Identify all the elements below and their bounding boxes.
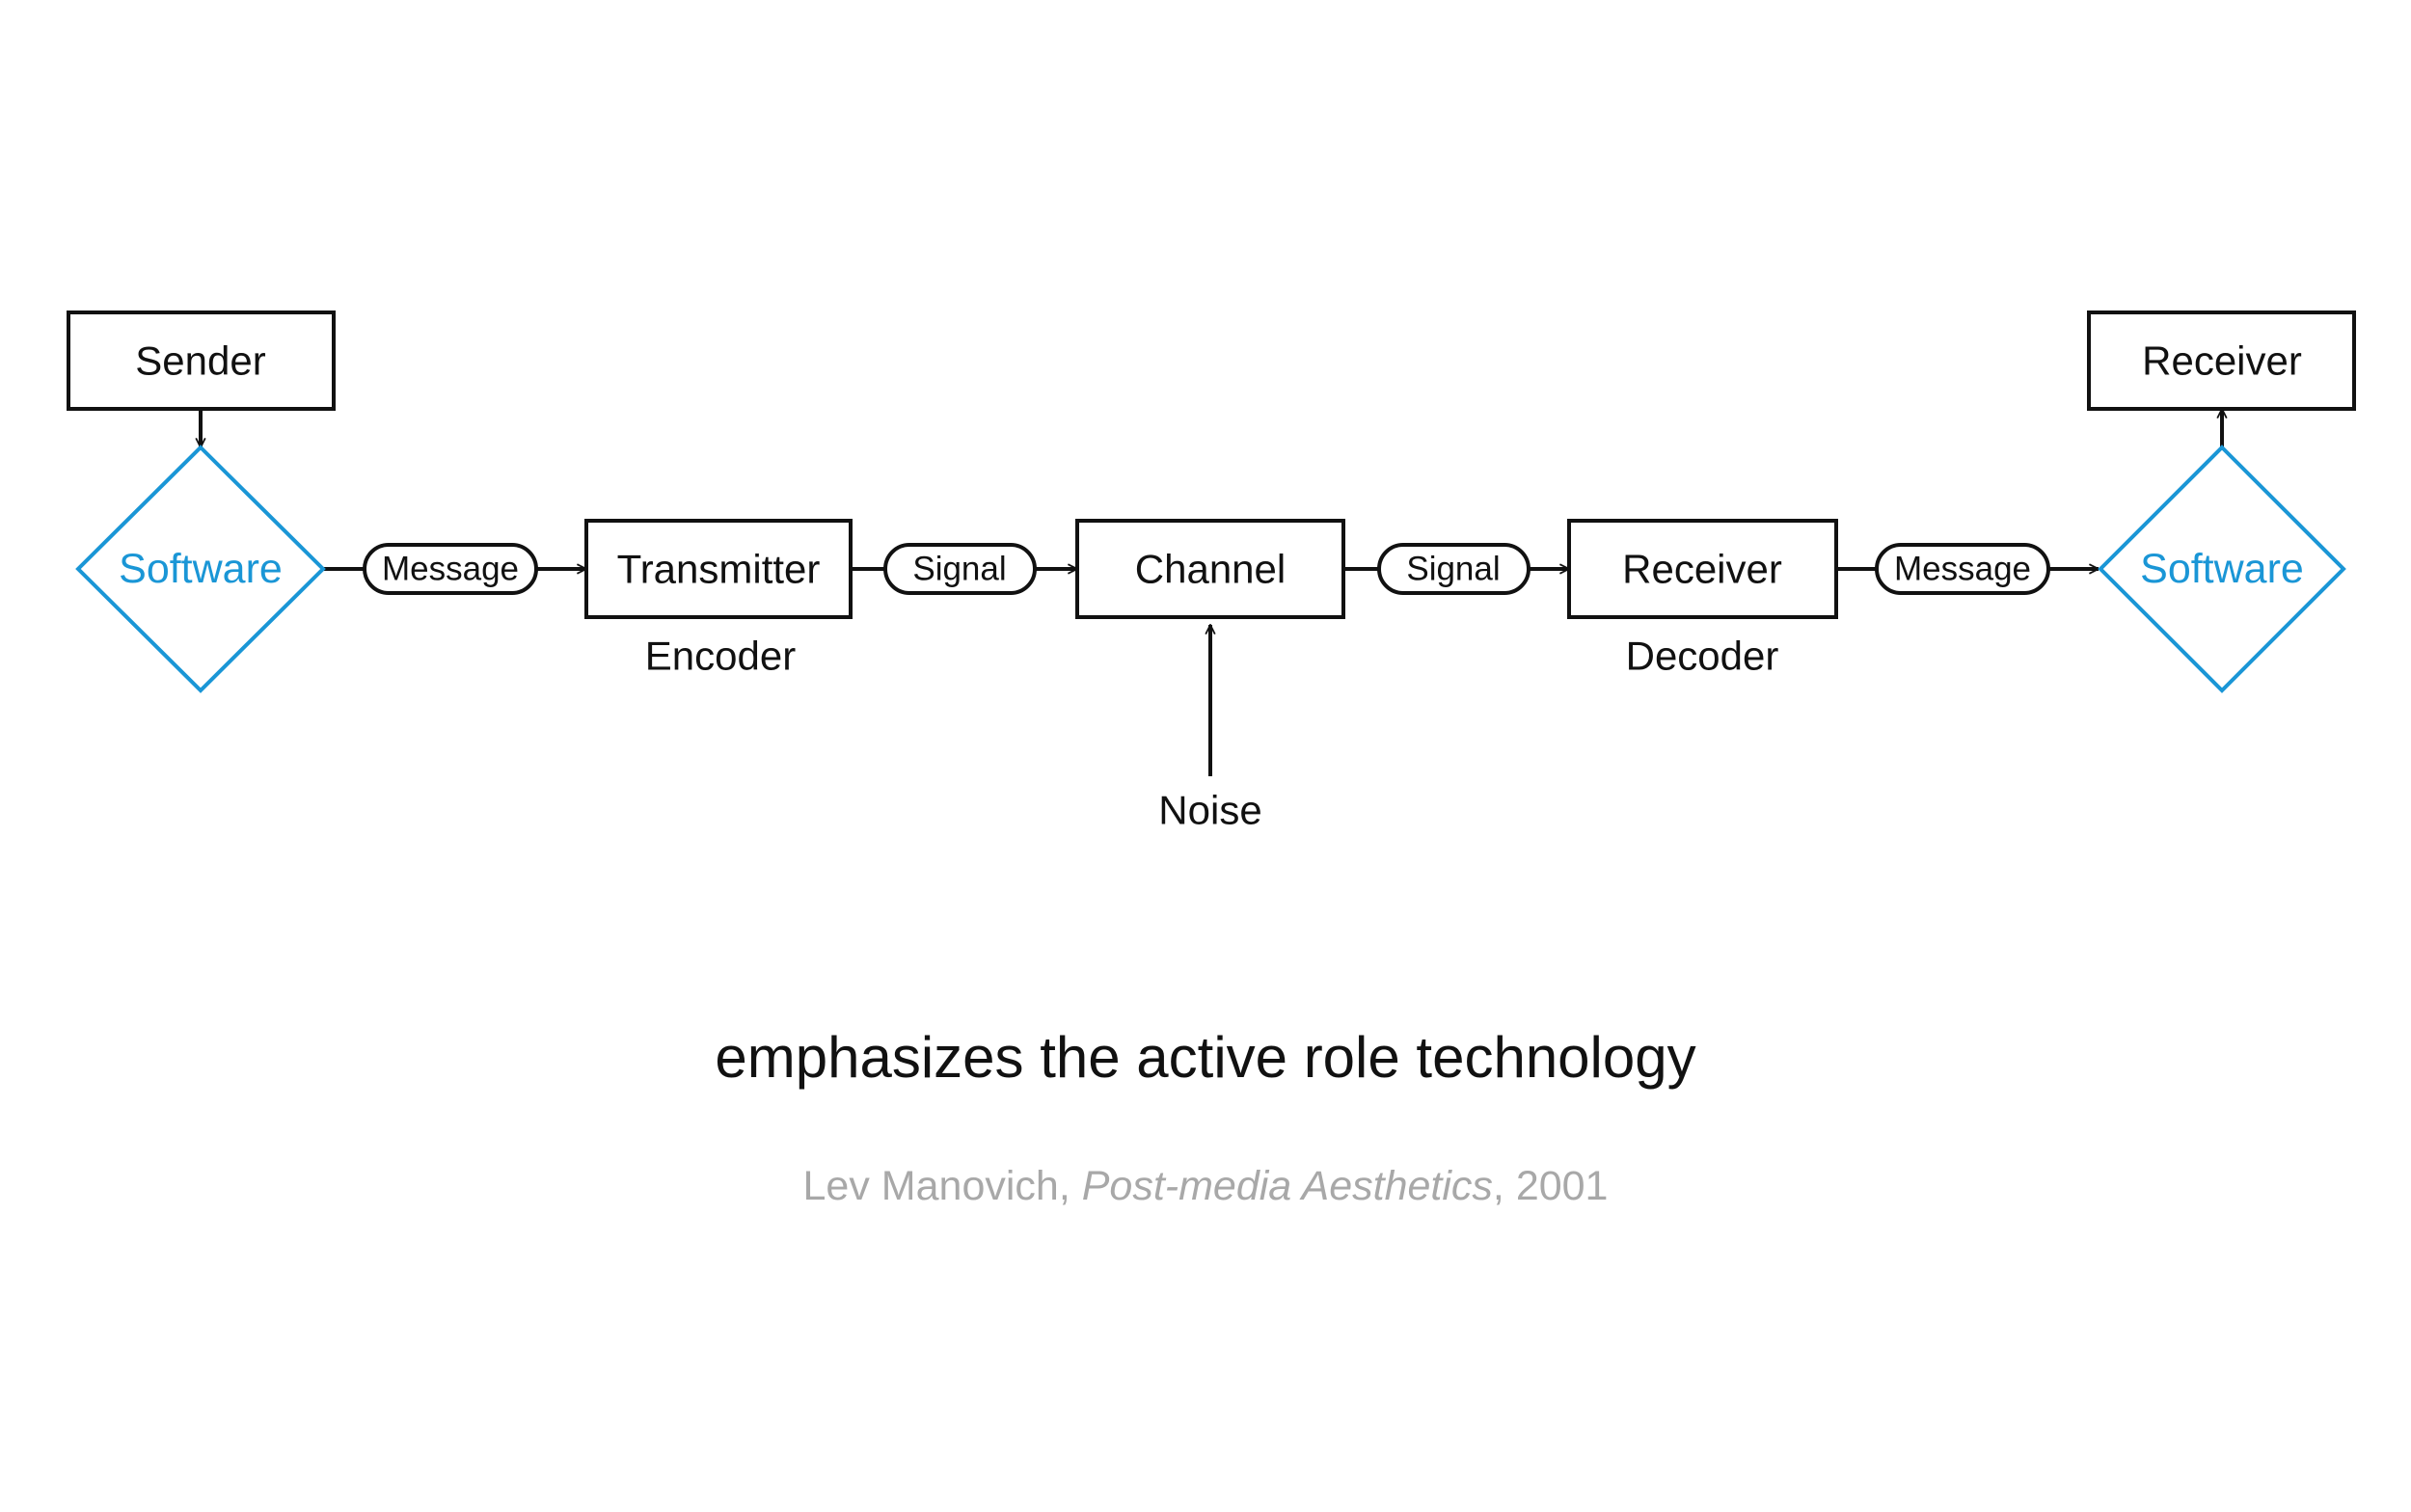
signal-right-label: Signal xyxy=(1406,551,1500,588)
message-left-label: Message xyxy=(382,551,519,588)
citation-year: , 2001 xyxy=(1492,1163,1609,1209)
citation-work: Post-media Aesthetics xyxy=(1081,1163,1493,1209)
channel-box xyxy=(1075,519,1345,619)
encoder-label: Encoder xyxy=(645,634,796,679)
decoder-label: Decoder xyxy=(1626,634,1779,679)
software-right-label: Software xyxy=(2140,546,2304,592)
software-right-diamond xyxy=(2098,445,2346,693)
signal-right-pill xyxy=(1377,543,1531,595)
message-left-pill xyxy=(363,543,538,595)
channel-label: Channel xyxy=(1135,547,1286,592)
transmitter-box xyxy=(584,519,853,619)
citation-author: Lev Manovich, xyxy=(802,1163,1082,1209)
receiver-top-box xyxy=(2087,310,2356,411)
software-left-diamond xyxy=(75,445,326,693)
signal-left-label: Signal xyxy=(912,551,1006,588)
sender-label: Sender xyxy=(135,338,265,384)
message-right-pill xyxy=(1875,543,2050,595)
caption: emphasizes the active role technology xyxy=(715,1025,1696,1090)
signal-left-pill xyxy=(883,543,1037,595)
receiver-top-label: Receiver xyxy=(2142,338,2302,384)
message-right-label: Message xyxy=(1894,551,2031,588)
noise-label: Noise xyxy=(1158,788,1261,833)
receiver-label: Receiver xyxy=(1622,547,1782,592)
receiver-box xyxy=(1567,519,1838,619)
citation: Lev Manovich, Post-media Aesthetics, 200… xyxy=(0,1163,2411,1210)
sender-box xyxy=(67,310,336,411)
software-left-label: Software xyxy=(119,546,283,592)
transmitter-label: Transmitter xyxy=(617,547,821,592)
